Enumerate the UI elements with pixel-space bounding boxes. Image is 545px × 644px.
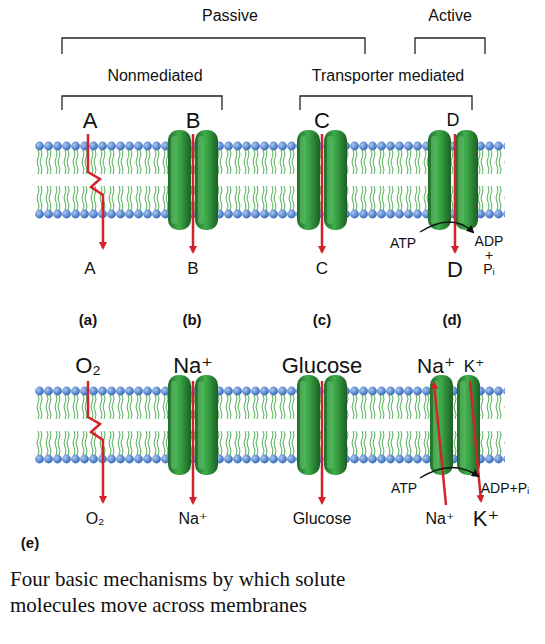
bracket	[62, 38, 485, 110]
group-label: Nonmediated	[107, 67, 202, 85]
atp-hydrolysis-arrow	[420, 467, 478, 478]
group-label: Transporter mediated	[312, 67, 464, 85]
solute-label: B	[186, 109, 201, 133]
solute-label: C	[316, 260, 328, 279]
solute-label: D	[447, 258, 463, 282]
panel-label: (e)	[21, 535, 39, 552]
group-label: Active	[428, 7, 472, 25]
solute-label: Na⁺	[417, 354, 455, 377]
solute-label: Glucose	[282, 354, 363, 378]
solute-label: C	[314, 109, 330, 133]
solute-label: ATP	[390, 236, 416, 251]
solute-label: A	[83, 109, 98, 133]
solute-label: K⁺	[473, 507, 499, 531]
solute-label: D	[447, 111, 460, 131]
solute-label: Na⁺	[426, 510, 455, 528]
solute-label: A	[84, 260, 95, 279]
atp-hydrolysis-arrow	[420, 222, 473, 232]
flux-arrow	[88, 134, 455, 252]
solute-label: Na⁺	[179, 510, 208, 528]
solute-label: K⁺	[464, 358, 484, 377]
solute-label: O₂	[75, 354, 101, 378]
group-label: Passive	[202, 7, 258, 25]
panel-label: (c)	[313, 312, 331, 329]
panel-label: (d)	[442, 312, 461, 329]
solute-label: O₂	[86, 510, 105, 528]
solute-label: Pᵢ	[483, 262, 495, 277]
panel-label: (a)	[79, 312, 97, 329]
solute-label: B	[187, 260, 198, 279]
solute-label: ATP	[391, 481, 417, 496]
solute-label: Glucose	[293, 510, 352, 528]
figure-caption: Four basic mechanisms by which solute mo…	[10, 566, 430, 619]
panel-label: (b)	[182, 312, 201, 329]
flux-arrow	[88, 381, 481, 505]
pump-protein	[428, 130, 478, 230]
solute-label: Na⁺	[173, 354, 213, 378]
solute-label: ADP+Pᵢ	[481, 481, 530, 496]
